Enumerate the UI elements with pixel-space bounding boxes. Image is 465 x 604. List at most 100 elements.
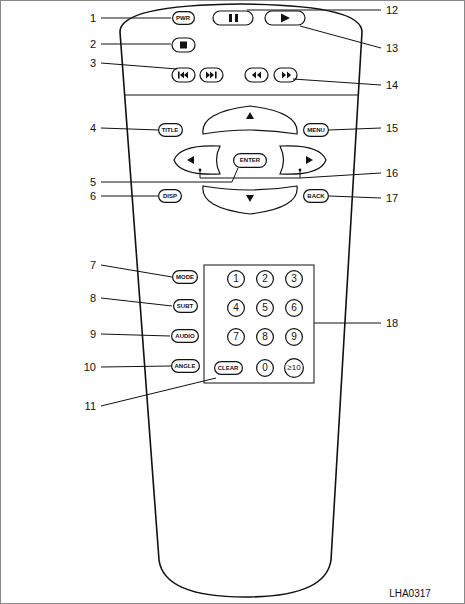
button-label: MENU xyxy=(307,127,325,133)
button-shape xyxy=(304,190,329,203)
button-shape xyxy=(304,124,329,137)
text-button: BACK xyxy=(303,189,329,203)
number-key: 0 xyxy=(256,359,274,377)
button-shape xyxy=(173,271,198,284)
callout-number: 5 xyxy=(90,177,96,188)
button-shape xyxy=(228,329,245,346)
button-shape xyxy=(228,271,245,288)
button-label: BACK xyxy=(307,193,324,199)
callout-number: 7 xyxy=(90,260,96,271)
keypad-frame xyxy=(204,265,314,383)
number-key: 5 xyxy=(256,299,274,317)
button-shape xyxy=(286,329,303,346)
text-button: MODE xyxy=(172,270,198,284)
callout-number: 10 xyxy=(84,362,96,373)
button-label: ≥10 xyxy=(287,364,300,372)
number-key: 8 xyxy=(256,328,274,346)
button-label: 6 xyxy=(291,303,297,313)
button-shape xyxy=(172,330,199,343)
button-label: 0 xyxy=(262,363,268,373)
button-shape xyxy=(257,360,274,377)
button-label: CLEAR xyxy=(218,365,239,371)
button-shape xyxy=(214,362,242,375)
forward-button xyxy=(274,68,297,82)
text-button: AUDIO xyxy=(171,329,199,343)
pause-button xyxy=(213,11,253,25)
callout-number: 15 xyxy=(386,123,398,134)
callout-number: 2 xyxy=(90,39,96,50)
button-label: 9 xyxy=(291,332,297,342)
button-shape xyxy=(257,300,274,317)
callout-number: 9 xyxy=(90,329,96,340)
up-button xyxy=(203,106,297,134)
button-label: SUBT xyxy=(177,303,193,309)
button-shape xyxy=(257,271,274,288)
callout-number: 6 xyxy=(90,191,96,202)
leader-dots xyxy=(199,169,302,172)
button-shape xyxy=(285,359,304,378)
button-shape xyxy=(234,153,267,167)
remote-body xyxy=(120,4,362,597)
text-button: PWR xyxy=(172,11,195,25)
callout-number: 8 xyxy=(90,293,96,304)
callout-number: 3 xyxy=(90,58,96,69)
button-label: 8 xyxy=(262,332,268,342)
button-shape xyxy=(171,360,199,373)
stop-button xyxy=(172,38,195,52)
button-symbols xyxy=(178,14,313,203)
text-button: ENTER xyxy=(233,153,267,168)
button-label: 7 xyxy=(233,332,239,342)
button-shape xyxy=(286,300,303,317)
callout-number: 11 xyxy=(85,401,96,412)
callout-number: 18 xyxy=(386,318,398,329)
button-label: 5 xyxy=(262,303,268,313)
down-button xyxy=(203,186,297,214)
number-key: 2 xyxy=(256,270,274,288)
text-button: CLEAR xyxy=(214,361,243,375)
prev-button xyxy=(172,68,195,82)
button-label: TITLE xyxy=(162,127,179,133)
text-button: MENU xyxy=(303,123,329,137)
text-button: DISP xyxy=(158,189,182,203)
button-shape xyxy=(172,12,194,25)
figure-code: LHA0317 xyxy=(389,589,431,599)
button-label: MODE xyxy=(176,274,194,280)
button-label: DISP xyxy=(163,193,177,199)
callout-number: 1 xyxy=(90,13,96,24)
text-button: ANGLE xyxy=(171,359,200,373)
leader-lines xyxy=(101,10,381,406)
number-key: 3 xyxy=(285,270,303,288)
button-label: PWR xyxy=(176,15,190,21)
callout-number: 4 xyxy=(90,123,96,134)
button-shape xyxy=(159,190,182,203)
callout-number: 14 xyxy=(386,80,398,91)
button-shape xyxy=(257,329,274,346)
right-button xyxy=(280,146,326,174)
divider-line xyxy=(124,95,358,96)
callout-number: 12 xyxy=(386,5,398,16)
button-label: 4 xyxy=(233,303,239,313)
button-label: AUDIO xyxy=(175,333,194,339)
button-shape xyxy=(158,124,182,137)
callout-number: 17 xyxy=(386,193,398,204)
button-shape xyxy=(286,271,303,288)
number-key: 1 xyxy=(227,270,245,288)
play-button xyxy=(265,11,305,25)
number-key: 7 xyxy=(227,328,245,346)
button-label: ANGLE xyxy=(175,363,196,369)
button-label: 2 xyxy=(262,274,268,284)
number-key: 4 xyxy=(227,299,245,317)
text-button: SUBT xyxy=(173,299,198,313)
button-label: ENTER xyxy=(240,157,260,163)
button-label: 1 xyxy=(233,274,239,284)
left-button xyxy=(174,146,220,174)
button-shape xyxy=(173,300,197,313)
number-key: ≥10 xyxy=(284,358,304,378)
button-shape xyxy=(228,300,245,317)
symbol-buttons xyxy=(172,11,326,214)
number-key: 6 xyxy=(285,299,303,317)
next-button xyxy=(200,68,223,82)
